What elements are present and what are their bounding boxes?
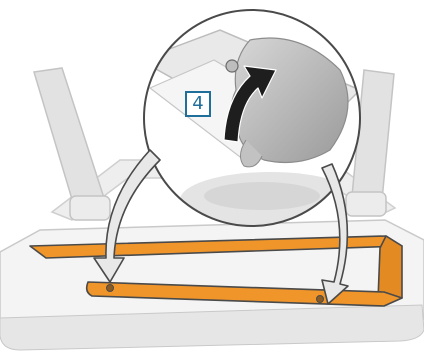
screw-hole-left [107,285,114,292]
stand-left-leg [34,68,104,206]
screw-hole-right [317,296,324,303]
stand-right-foot [346,192,386,216]
stand-left-foot [70,196,110,220]
step-number-badge: 4 [185,91,211,117]
